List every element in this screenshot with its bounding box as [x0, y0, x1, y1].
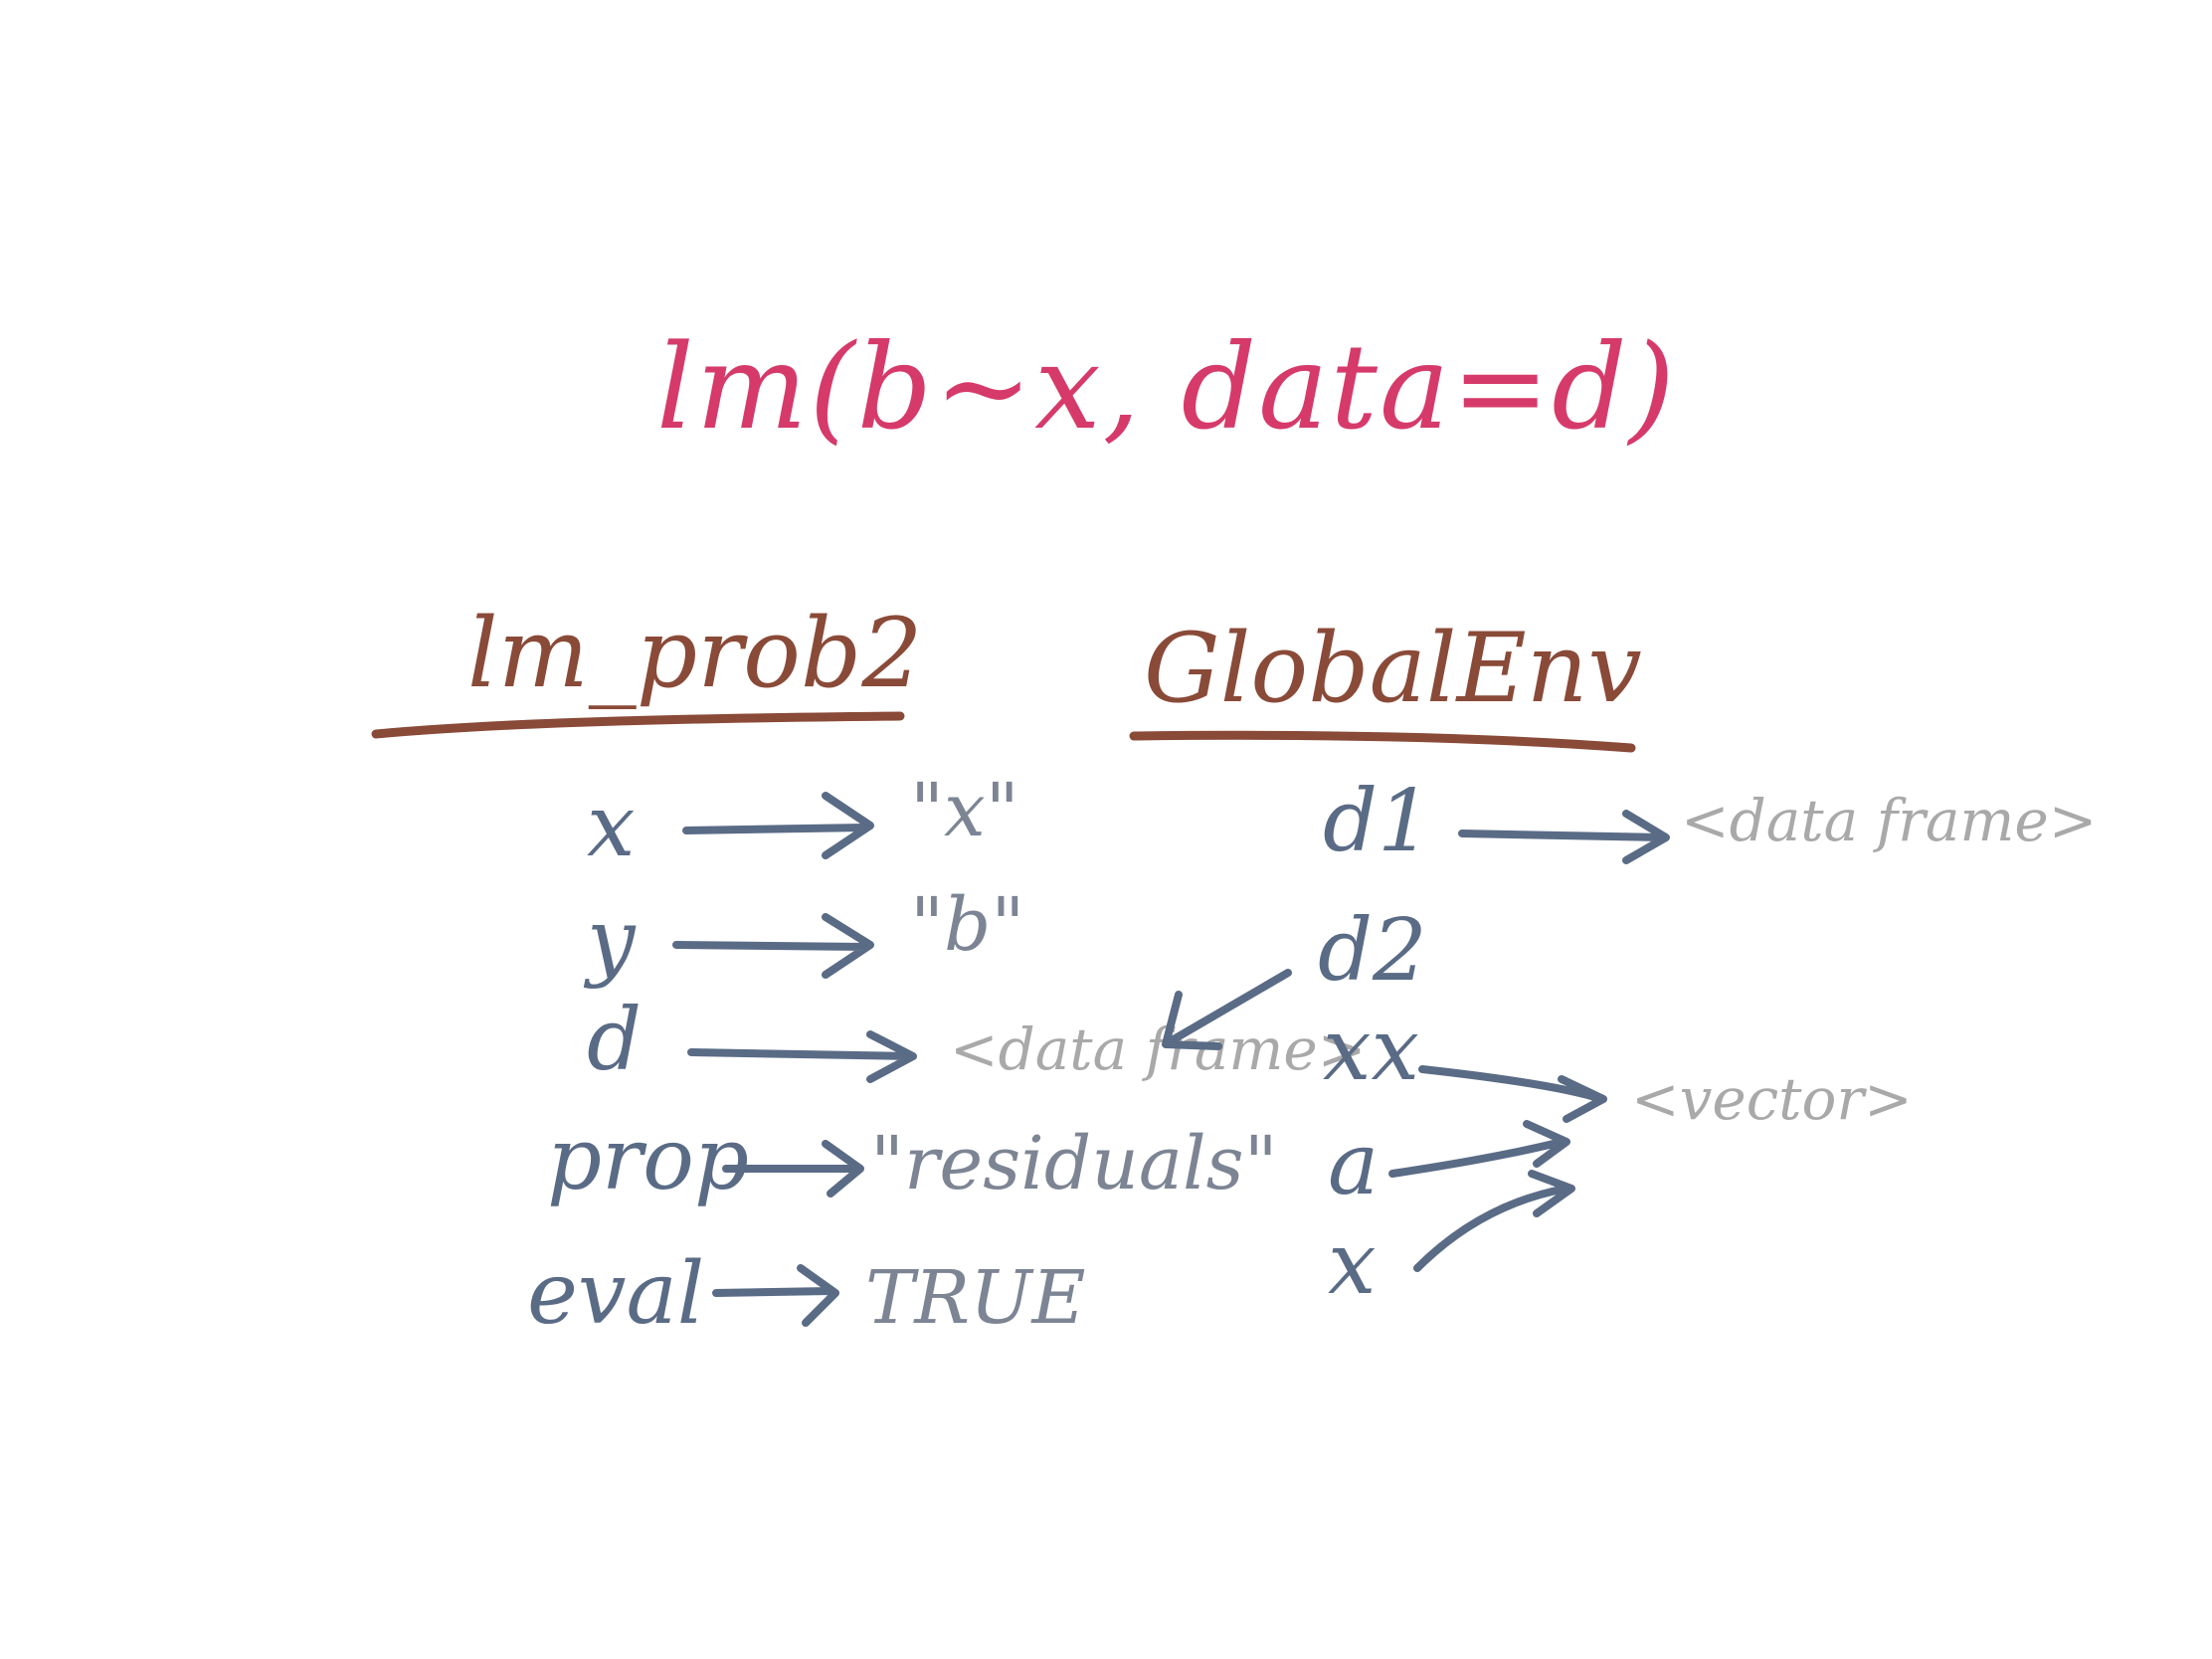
binding-arrow: [1388, 1120, 1570, 1178]
left-binding-value: <data frame>: [950, 1015, 1366, 1083]
right-env-underline: [1129, 730, 1636, 753]
left-binding-name: prop: [547, 1110, 749, 1209]
binding-arrow: [1458, 810, 1670, 864]
left-env-title: lm_prob2: [467, 598, 922, 709]
binding-arrow: [712, 1264, 839, 1327]
left-binding-value: "b": [910, 882, 1024, 968]
left-binding-name: d: [587, 991, 642, 1090]
left-binding-name: eval: [527, 1244, 704, 1344]
left-binding-name: x: [587, 777, 636, 876]
left-binding-value: "residuals": [870, 1121, 1278, 1206]
left-environment: lm_prob2 x "x" y "b" d <data frame> prop…: [371, 598, 1366, 1344]
binding-arrow: [1162, 969, 1292, 1050]
binding-arrow: [722, 1140, 864, 1198]
right-binding-name: d1: [1323, 772, 1432, 871]
right-binding-name: d2: [1318, 901, 1427, 1001]
binding-arrow: [1418, 1065, 1607, 1123]
left-env-underline: [371, 711, 905, 739]
binding-arrow: [682, 792, 874, 859]
binding-arrow: [687, 1030, 917, 1083]
left-binding-value: TRUE: [865, 1255, 1085, 1341]
shared-vector-value: <vector>: [1631, 1065, 1913, 1133]
binding-arrow: [672, 913, 874, 979]
binding-arrow: [1413, 1170, 1575, 1272]
function-call: lm(b~x, data=d): [656, 318, 1677, 456]
right-binding-value: <data frame>: [1681, 787, 2097, 854]
right-binding-name: a: [1328, 1115, 1379, 1214]
right-binding-name: x: [1328, 1214, 1377, 1314]
left-binding-value: "x": [910, 768, 1019, 853]
right-binding-name: xx: [1323, 1001, 1419, 1100]
right-environment: GlobalEnv d1 <data frame> d2 xx a x <vec…: [1129, 613, 2097, 1314]
right-env-title: GlobalEnv: [1144, 613, 1642, 724]
left-binding-name: y: [583, 891, 637, 991]
